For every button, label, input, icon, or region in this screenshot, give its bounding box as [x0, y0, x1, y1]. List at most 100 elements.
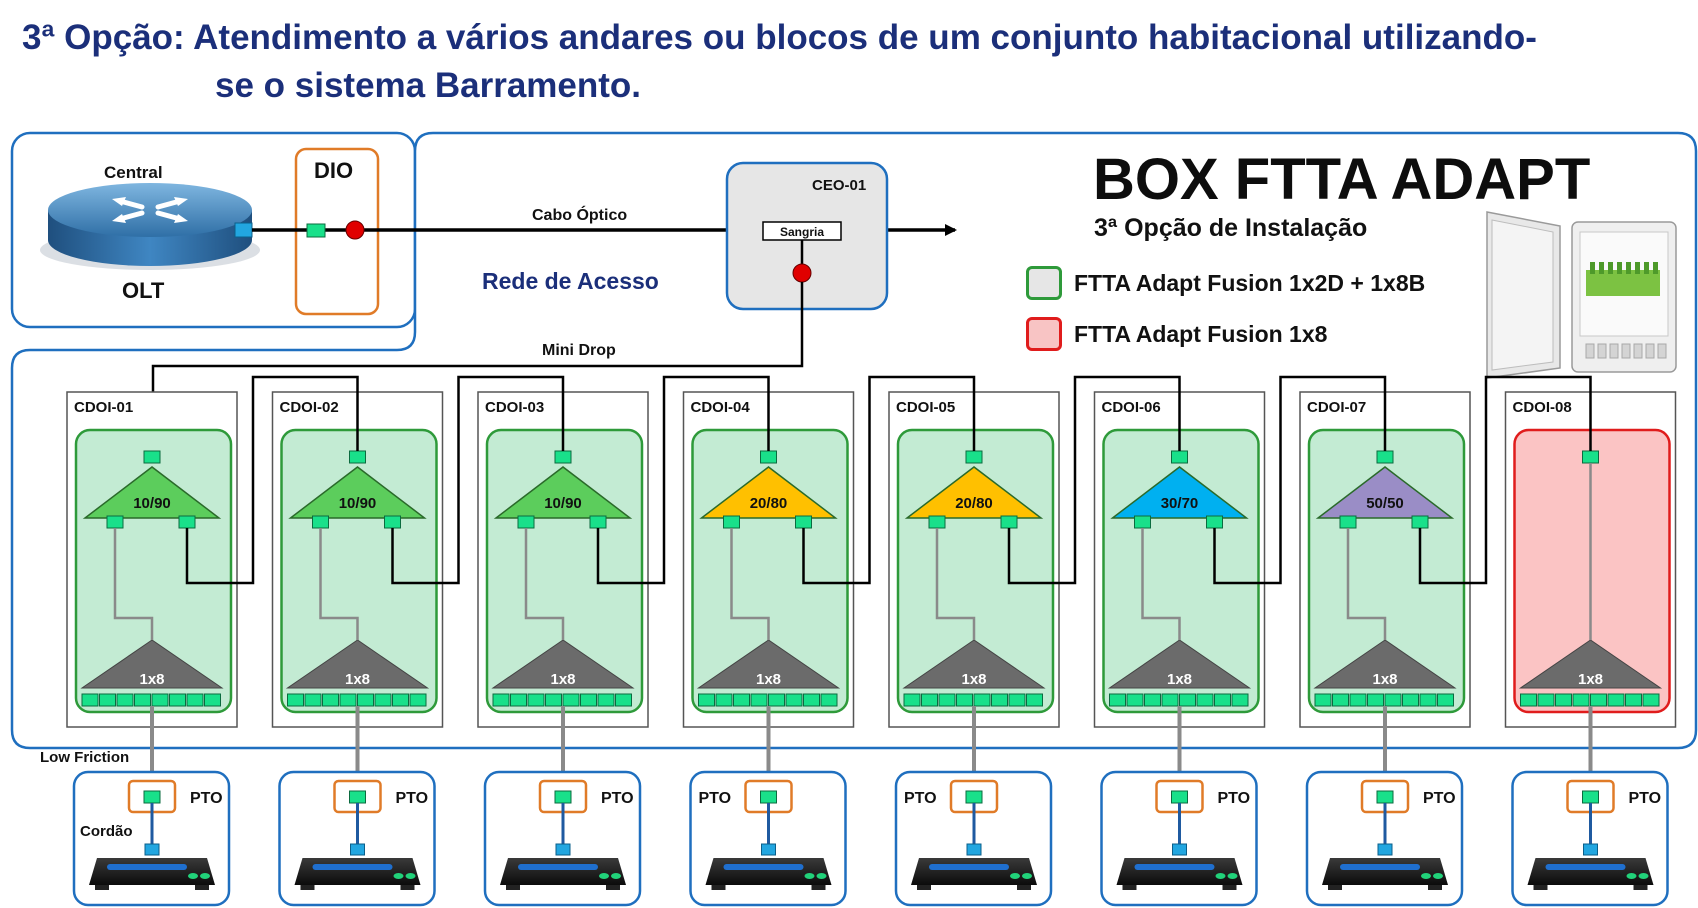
drop-output-connector — [928, 515, 946, 529]
onu-led — [804, 873, 815, 879]
splitter-output-port — [580, 693, 597, 707]
ratio-splitter — [288, 466, 427, 519]
splitter-output-port — [1161, 693, 1179, 707]
legend-item-adapt: FTTA Adapt Fusion 1x2D + 1x8B — [1026, 266, 1425, 300]
onu-led — [1215, 873, 1226, 879]
ratio-splitter — [82, 466, 222, 519]
splitter-output-port — [1367, 693, 1384, 707]
splitter-output-port — [134, 693, 151, 707]
splitter-1x8-label: 1x8 — [345, 671, 370, 688]
legend-label-fusion: FTTA Adapt Fusion 1x8 — [1074, 320, 1328, 347]
subscriber-4: PTO — [689, 706, 847, 907]
low-friction-label: Low Friction — [40, 749, 129, 766]
splitter-output-port — [186, 693, 204, 707]
splitter-1x8 — [1518, 639, 1663, 689]
splitter-1x8-label: 1x8 — [961, 671, 986, 688]
bus-link — [1213, 375, 1387, 585]
drop-output-connector — [517, 515, 535, 529]
dio-label: DIO — [314, 158, 353, 183]
pto-label: PTO — [1629, 790, 1662, 807]
splitter-output-port — [921, 693, 938, 707]
subscriber-1: PTO — [72, 706, 231, 907]
bus-link — [596, 375, 770, 585]
splitter-output-port — [820, 693, 838, 707]
input-connector — [1376, 450, 1394, 464]
cdoi-label: CDOI-06 — [1102, 399, 1161, 416]
fiber-to-splitter — [1346, 528, 1387, 640]
subscriber-3: PTO — [483, 706, 642, 907]
onu-foot — [1328, 885, 1342, 890]
splitter-output-port — [1590, 693, 1607, 707]
onu-led — [393, 873, 404, 879]
splitter-output-port — [510, 693, 527, 707]
onu-foot — [606, 885, 620, 890]
input-connector — [349, 450, 366, 464]
onu-icon — [294, 858, 421, 885]
legend-label-adapt: FTTA Adapt Fusion 1x2D + 1x8B — [1074, 269, 1426, 296]
splitter-output-port — [597, 693, 615, 707]
splitter-1x8-label: 1x8 — [756, 671, 781, 688]
splitter-output-port — [1384, 693, 1402, 707]
ratio-splitter — [904, 466, 1044, 519]
cdoi-label: CDOI-08 — [1513, 399, 1572, 416]
onu-port — [966, 843, 982, 856]
onu-led — [1421, 873, 1431, 879]
splitter-output-port — [1126, 693, 1144, 707]
input-connector — [554, 450, 572, 464]
splitter-1x8-label: 1x8 — [550, 671, 575, 688]
onu-foot — [300, 885, 315, 890]
splitter-output-port — [715, 693, 733, 707]
drop-output-connector — [106, 515, 124, 529]
onu-light-bar — [1340, 864, 1420, 870]
splitter-1x8 — [491, 639, 635, 689]
pto-label: PTO — [396, 790, 429, 807]
onu-led — [1227, 873, 1238, 879]
ratio-splitter — [1315, 466, 1455, 519]
onu-light-bar — [1545, 864, 1626, 870]
splitter-output-port — [1026, 693, 1043, 707]
pto-connector — [760, 790, 777, 804]
access-network-label: Rede de Acesso — [482, 268, 659, 294]
splitter-output-port — [1214, 693, 1231, 707]
ratio-label: 10/90 — [339, 495, 377, 512]
splitter-output-port — [492, 693, 510, 707]
splitter-output-port — [1572, 693, 1590, 707]
pto-connector — [1171, 790, 1188, 804]
through-output-connector — [795, 515, 812, 529]
onu-port — [1377, 843, 1393, 856]
splitter-output-port — [339, 693, 357, 707]
bus-link — [802, 375, 976, 585]
splitter-output-port — [116, 693, 134, 707]
splitter-1x8-label: 1x8 — [1372, 671, 1397, 688]
subscriber-2: PTO — [278, 706, 436, 907]
onu-port — [350, 843, 365, 856]
splitter-output-port — [151, 693, 169, 707]
subscriber-8: PTO — [1511, 706, 1669, 907]
pto-label: PTO — [699, 790, 732, 807]
olt-label: OLT — [122, 278, 165, 303]
tap-label: Sangria — [780, 225, 824, 239]
onu-foot — [711, 885, 726, 890]
drop-output-connector — [723, 515, 740, 529]
splitter-output-port — [1196, 693, 1214, 707]
splitter-output-port — [204, 693, 221, 707]
onu-foot — [1017, 885, 1031, 890]
onu-led — [599, 873, 609, 879]
bus-link — [185, 375, 359, 585]
pto-connector — [349, 790, 366, 804]
onu-light-bar — [107, 864, 187, 870]
splitter-output-port — [698, 693, 715, 707]
pto-label: PTO — [1423, 790, 1456, 807]
onu-led — [405, 873, 416, 879]
drop-output-connector — [1339, 515, 1357, 529]
drop-output-connector — [1134, 515, 1151, 529]
splitter-output-port — [357, 693, 374, 707]
pto-label: PTO — [601, 790, 634, 807]
onu-led — [816, 873, 827, 879]
ceo-label: CEO-01 — [812, 177, 866, 194]
onu-icon — [89, 858, 215, 885]
